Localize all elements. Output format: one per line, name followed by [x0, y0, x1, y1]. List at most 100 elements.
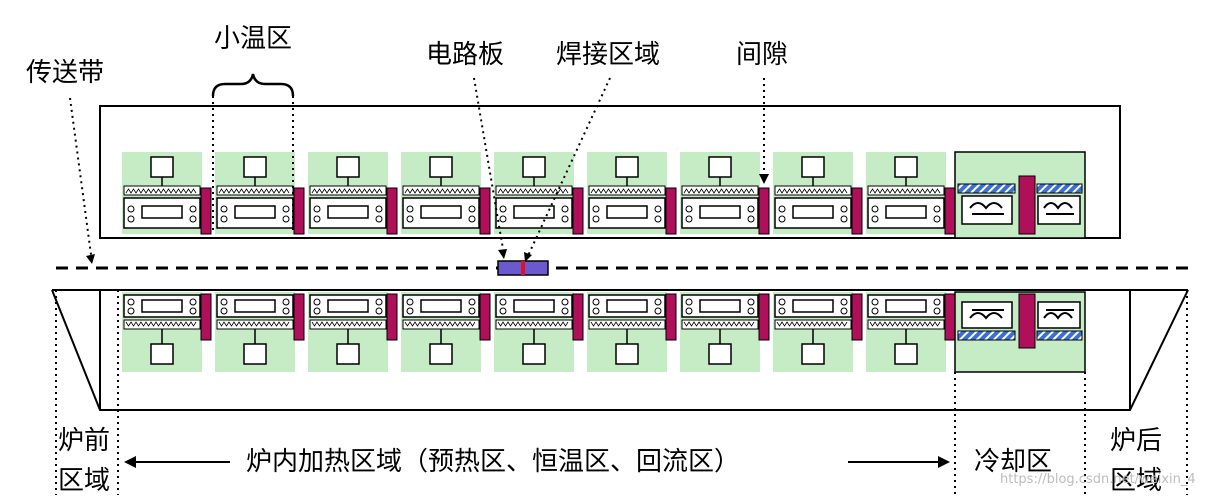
- zone-separator: [665, 293, 677, 341]
- heater-grille: [867, 319, 945, 330]
- lower-fan-box-left: [961, 301, 1013, 329]
- conveyor-label: 传送带: [26, 58, 105, 88]
- conveyor-leader-arrow: [86, 254, 95, 264]
- post-zone-label-2: 区域: [1110, 466, 1163, 496]
- heater-grille: [681, 319, 759, 330]
- zone-separator: [293, 187, 305, 235]
- zone-separator: [293, 293, 305, 341]
- heater-monitor-icon: [894, 156, 918, 178]
- heater-grille: [216, 185, 294, 196]
- zone-separator: [851, 187, 863, 235]
- upper-heating-module: [866, 152, 956, 235]
- lower-heating-module: [401, 292, 491, 372]
- zone-separator: [758, 293, 770, 341]
- lower-heating-module: [494, 292, 584, 372]
- heater-grille: [123, 319, 201, 330]
- watermark: https://blog.csdn.net/weixin_4: [1000, 472, 1196, 487]
- heater-monitor-icon: [522, 156, 546, 178]
- pcb-leader-arrow: [498, 249, 507, 259]
- heater-grille: [402, 185, 480, 196]
- lower-cooling-stripe-left: [957, 330, 1016, 341]
- upper-fan-icon-right: [1043, 202, 1074, 215]
- lower-heating-module: [680, 292, 770, 372]
- lower-cooling-section: [954, 291, 1086, 373]
- upper-cooling-separator: [1018, 175, 1036, 235]
- lower-heating-module: [587, 292, 677, 372]
- upper-heating-module: [494, 152, 584, 235]
- gap-label: 间隙: [736, 40, 789, 70]
- zone-separator: [200, 187, 212, 235]
- lower-fan-box-right: [1037, 301, 1081, 329]
- heater-monitor-icon: [708, 156, 732, 178]
- upper-cooling-stripe-right: [1036, 183, 1083, 194]
- heater-monitor-icon: [801, 343, 825, 365]
- heater-grille: [309, 319, 387, 330]
- zone-separator: [479, 187, 491, 235]
- lower-heating-module: [215, 292, 305, 372]
- small-zone-label: 小温区: [214, 24, 293, 54]
- lower-fan-icon-left: [969, 309, 1004, 320]
- pre-zone-label-1: 炉前: [58, 426, 111, 456]
- upper-heating-module: [773, 152, 863, 235]
- heater-grille: [309, 185, 387, 196]
- heater-grille: [588, 319, 666, 330]
- zone-separator: [944, 187, 956, 235]
- heater-monitor-icon: [243, 343, 267, 365]
- heater-monitor-icon: [429, 156, 453, 178]
- weld-leader-arrow: [524, 252, 532, 262]
- heater-fan-unit: [681, 197, 759, 229]
- lower-heating-module: [866, 292, 956, 372]
- lower-oven-frame-left-slant: [51, 289, 1189, 411]
- weld-spot: [521, 261, 525, 275]
- lower-heating-modules: [122, 292, 956, 372]
- upper-heating-module: [680, 152, 770, 235]
- heater-grille: [774, 319, 852, 330]
- upper-cooling-section: [954, 151, 1086, 239]
- upper-heating-module: [122, 152, 212, 235]
- lower-heating-module: [122, 292, 212, 372]
- heater-monitor-icon: [708, 343, 732, 365]
- heater-monitor-icon: [150, 156, 174, 178]
- upper-heating-module: [215, 152, 305, 235]
- heater-grille: [681, 185, 759, 196]
- zone-separator: [665, 187, 677, 235]
- heater-monitor-icon: [894, 343, 918, 365]
- upper-heating-module: [587, 152, 677, 235]
- zone-separator: [572, 293, 584, 341]
- pcb-label: 电路板: [426, 40, 505, 70]
- heater-grille: [123, 185, 201, 196]
- heater-grille: [588, 185, 666, 196]
- heater-monitor-icon: [522, 343, 546, 365]
- gap-leader-arrow: [759, 174, 769, 184]
- zone-separator: [944, 293, 956, 341]
- zone-separator: [851, 293, 863, 341]
- heater-monitor-icon: [429, 343, 453, 365]
- zone-separator: [572, 187, 584, 235]
- heater-grille: [774, 185, 852, 196]
- heater-grille: [867, 185, 945, 196]
- heater-monitor-icon: [801, 156, 825, 178]
- conveyor-leader: [69, 97, 93, 263]
- heat-arrow-right-head: [938, 456, 950, 468]
- upper-cooling-stripe-left: [957, 183, 1016, 194]
- heater-monitor-icon: [243, 156, 267, 178]
- zone-separator: [758, 187, 770, 235]
- lower-heating-module: [773, 292, 863, 372]
- heater-grille: [495, 185, 573, 196]
- upper-heating-module: [401, 152, 491, 235]
- lower-fan-icon-right: [1043, 309, 1074, 320]
- heater-monitor-icon: [615, 156, 639, 178]
- lower-cooling-stripe-right: [1036, 330, 1083, 341]
- upper-heating-modules: [122, 152, 956, 235]
- zone-separator: [386, 293, 398, 341]
- heater-monitor-icon: [615, 343, 639, 365]
- weld-area-label: 焊接区域: [556, 40, 661, 70]
- heater-monitor-icon: [336, 156, 360, 178]
- heater-grille: [216, 319, 294, 330]
- zone-separator: [479, 293, 491, 341]
- post-zone-label-1: 炉后: [1110, 426, 1163, 456]
- heater-monitor-icon: [336, 343, 360, 365]
- heat-arrow-left-head: [124, 456, 136, 468]
- zone-separator: [200, 293, 212, 341]
